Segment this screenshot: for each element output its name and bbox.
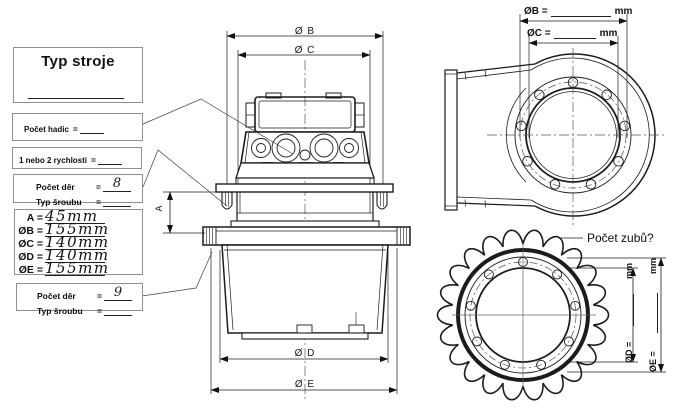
sprocket-dim-d-unit: mm [624, 263, 634, 280]
dim-a-label: A = [26, 212, 43, 224]
dim-a-value: 45mm [45, 209, 105, 224]
sprocket-bolt-holes [465, 257, 581, 370]
screw-type-label: Typ šroubu [36, 197, 82, 207]
dim-e-value: 155mm [45, 259, 110, 277]
front-dim-a-label: A [154, 204, 164, 212]
holes-count-value: 9 [103, 286, 132, 301]
dim-row-e: ØE = 155mm [15, 259, 142, 277]
dim-b-value: 155mm [45, 220, 110, 238]
dim-row-b: ØB = 155mm [15, 220, 142, 238]
holes-count-label: Počet děr [36, 182, 75, 192]
dim-d-value: 140mm [45, 246, 110, 264]
housing-dim-b-blank-field [550, 7, 611, 17]
front-dim-d-label: Ø D [294, 348, 316, 359]
sprocket-dim-d-label: ØD = [624, 341, 634, 363]
housing-dim-b-row: ØB = mm [524, 6, 632, 17]
housing-bolt-holes [516, 77, 630, 190]
machine-type-box: Typ stroje [13, 47, 143, 103]
sprocket-dim-d-blank-field [624, 294, 634, 327]
front-dim-b-label: Ø B [294, 26, 316, 37]
dim-d-label: ØD = [18, 251, 43, 263]
dim-e-label: ØE = [18, 264, 43, 276]
screw-type-value [102, 194, 131, 207]
hoses-label: Počet hadic [24, 125, 69, 134]
holes-count-label: Počet děr [37, 291, 76, 301]
sprocket-view-drawing [436, 229, 666, 401]
sprocket-dim-e-blank-field [648, 292, 658, 333]
speeds-label: 1 nebo 2 rychlosti [19, 156, 88, 165]
housing-dim-c-blank-field [553, 29, 596, 39]
speeds-equals: = [91, 155, 96, 165]
sprocket-dim-e-row: ØE = mm [644, 258, 658, 372]
dim-row-d: ØD = 140mm [15, 246, 142, 264]
sprocket-teeth-question: Počet zubů? [587, 231, 654, 245]
dim-row-c: ØC = 140mm [15, 233, 142, 251]
front-dim-e-label: Ø E [294, 379, 316, 390]
holes-count-value: 8 [102, 177, 131, 192]
front-view-drawing [141, 31, 411, 402]
housing-dim-b-label: ØB = [524, 6, 548, 17]
housing-view-drawing [444, 14, 664, 226]
hoses-box: Počet hadic = [12, 113, 143, 141]
housing-dim-b-unit: mm [614, 6, 633, 17]
speeds-blank-field [98, 155, 122, 165]
hoses-blank-field [79, 124, 104, 134]
machine-type-title: Typ stroje [41, 53, 115, 70]
screw-type-equals: = [96, 197, 101, 207]
holes-count-equals: = [97, 291, 102, 301]
dimensions-box: A = 45mm ØB = 155mm ØC = 140mm ØD = 140m… [14, 209, 143, 277]
housing-dim-c-row: ØC = mm [527, 28, 617, 39]
hoses-equals: = [72, 124, 78, 134]
dim-b-label: ØB = [18, 225, 43, 237]
housing-dim-c-unit: mm [599, 28, 618, 39]
holes-bottom-box: Počet děr = 9 Typ šroubu = [16, 283, 143, 316]
machine-type-blank-field [28, 88, 124, 99]
sprocket-dim-e-unit: mm [648, 258, 658, 275]
holes-top-box: Počet děr = 8 Typ šroubu = [13, 174, 143, 207]
holes-count-equals: = [96, 182, 101, 192]
sprocket-dim-e-label: ØE = [648, 351, 658, 372]
screw-type-value [103, 303, 132, 316]
dim-c-label: ØC = [18, 238, 43, 250]
dim-row-a: A = 45mm [15, 209, 142, 224]
front-dim-c-label: Ø C [294, 45, 316, 56]
speeds-box: 1 nebo 2 rychlosti = [12, 147, 142, 169]
screw-type-label: Typ šroubu [37, 306, 83, 316]
screw-type-equals: = [97, 306, 102, 316]
dim-c-value: 140mm [45, 233, 110, 251]
sprocket-dim-d-row: ØD = mm [620, 263, 634, 363]
housing-dim-c-label: ØC = [527, 28, 551, 39]
